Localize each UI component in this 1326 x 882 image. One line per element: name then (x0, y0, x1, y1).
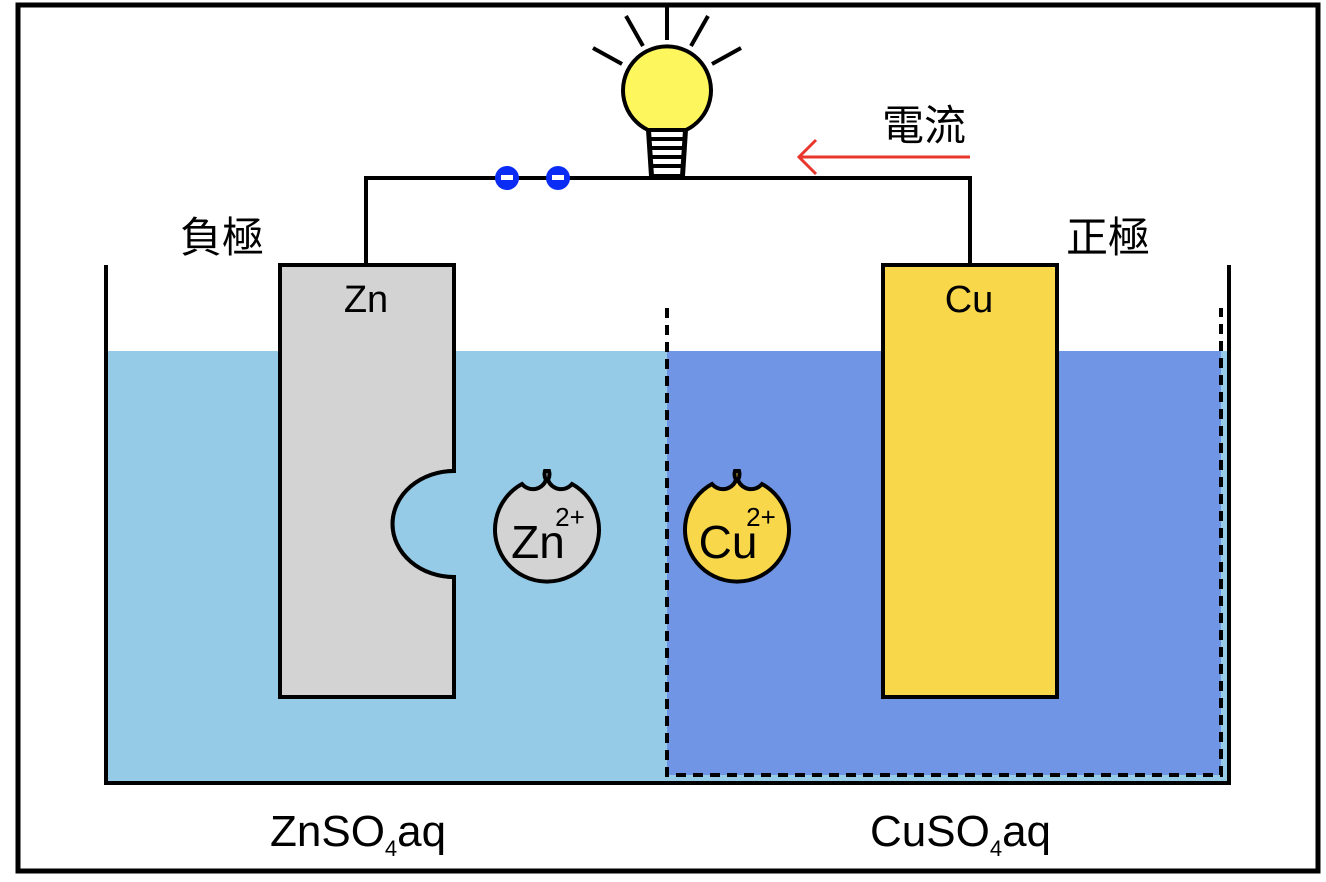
beaker (104, 265, 1231, 785)
negative-electrode-label: 負極 (180, 213, 264, 262)
right-solution-prefix: CuSO (870, 807, 990, 856)
current-arrow (796, 138, 970, 176)
light-bulb (592, 6, 742, 178)
dissolved-zinc-pit-edge (390, 469, 455, 579)
electron (495, 166, 519, 190)
bulb-glass-icon (621, 44, 713, 178)
dissolved-zinc-pit (392, 471, 454, 577)
copper-ion-shape (683, 469, 791, 584)
arrow-left-icon (796, 138, 818, 176)
copper-plate-label: Cu (945, 279, 994, 321)
right-solution-subscript: 4 (990, 836, 1002, 861)
light-rays-icon (592, 6, 742, 66)
current-label: 電流 (882, 101, 966, 150)
left-solution-suffix: aq (397, 807, 446, 856)
minus-sign-icon (501, 175, 513, 180)
right-solution-suffix: aq (1002, 807, 1051, 856)
copper-ion-charge: 2+ (746, 502, 776, 532)
left-solution-label: ZnSO4aq (270, 807, 446, 861)
bulb-thread-icon (650, 137, 684, 168)
positive-electrode-label: 正極 (1066, 213, 1150, 262)
zinc-ion-charge: 2+ (555, 502, 585, 532)
copper-plate (881, 263, 1059, 699)
zinc-ion-shape (493, 469, 601, 584)
copper-ion-symbol: Cu (699, 516, 758, 568)
right-solution-label: CuSO4aq (870, 807, 1051, 861)
left-solution-prefix: ZnSO (270, 807, 385, 856)
minus-sign-icon (552, 175, 564, 180)
zinc-ion: Zn 2+ (493, 469, 601, 584)
electron (546, 166, 570, 190)
zinc-ion-symbol: Zn (511, 516, 565, 568)
bulb-base-icon (646, 128, 688, 178)
copper-ion: Cu 2+ (683, 469, 791, 584)
zinc-plate-label: Zn (344, 279, 388, 321)
left-solution-subscript: 4 (385, 836, 397, 861)
